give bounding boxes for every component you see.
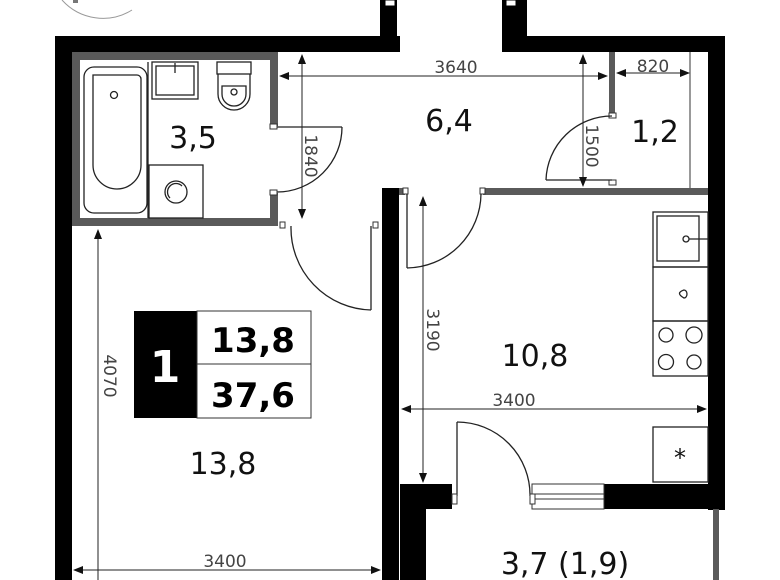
sink-icon <box>151 61 199 100</box>
dim-kitchen-depth: 3190 <box>422 308 442 351</box>
balcony-window <box>451 483 605 510</box>
toilet-icon <box>216 61 252 111</box>
bathtub-icon <box>83 62 149 218</box>
outer-walls <box>55 0 725 580</box>
door-jambs <box>269 112 617 229</box>
compass-icon <box>61 0 133 19</box>
dishwasher-icon <box>652 266 709 322</box>
dim-living-depth: 4070 <box>99 354 119 397</box>
doors <box>276 115 613 497</box>
badge-rooms-count: 1 <box>150 342 181 393</box>
room-area-hallway: 6,4 <box>425 104 473 139</box>
summary-badge: 1 13,8 37,6 <box>134 310 312 419</box>
dim-closet-depth: 1500 <box>581 124 601 167</box>
dim-hallway-width: 3640 <box>434 58 477 78</box>
boiler-icon: * <box>652 426 709 483</box>
dim-closet-width: 820 <box>637 57 669 77</box>
partitions <box>72 52 708 226</box>
dim-bathroom-depth: 1840 <box>300 134 320 177</box>
room-area-living-room: 13,8 <box>190 447 257 482</box>
balcony-partition <box>713 509 719 580</box>
dim-living-width: 3400 <box>203 552 246 572</box>
room-area-balcony: 3,7 (1,9) <box>501 547 629 580</box>
washing-machine-icon <box>148 164 204 219</box>
room-area-closet: 1,2 <box>631 115 679 150</box>
room-area-bathroom: 3,5 <box>169 121 217 156</box>
badge-living-area: 13,8 <box>211 321 295 361</box>
kitchen-sink-icon <box>652 211 709 268</box>
badge-total-area: 37,6 <box>211 376 295 416</box>
room-area-kitchen: 10,8 <box>502 339 569 374</box>
dim-kitchen-width: 3400 <box>492 391 535 411</box>
stove-icon <box>652 320 709 377</box>
dimension-lines <box>73 54 707 580</box>
svg-text:*: * <box>674 444 686 472</box>
